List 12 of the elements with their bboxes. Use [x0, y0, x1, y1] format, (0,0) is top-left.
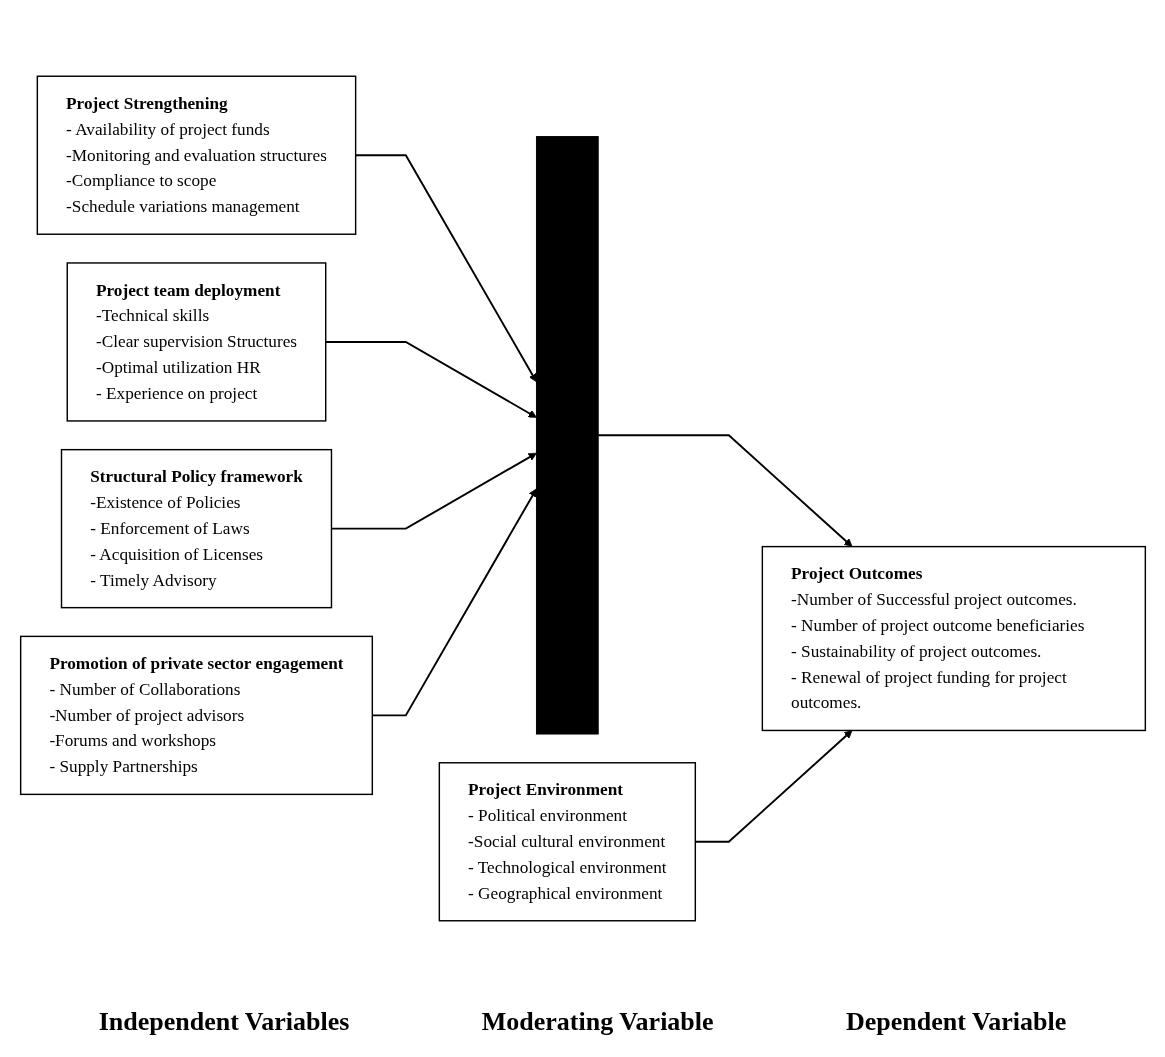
node-bar: [535, 136, 599, 735]
node-box: Project Strengthening - Availability of project funds -Monitoring and evaluation structures -Compliance to scope -Schedule variations management: [36, 75, 356, 235]
variable-caption: Independent Variables: [98, 1007, 350, 1037]
arrow: [330, 452, 537, 530]
node-box: Promotion of private sector engagement - Number of Collaborations -Number of project advisors -Forums and workshops - Supply Partnerships: [19, 635, 373, 796]
node-box: Project Outcomes -Number of Successful project outcomes. - Number of project outcome beneficiaries - Sustainability of project outcomes. - Renewal of project funding for project outcomes.: [761, 545, 1146, 732]
node-box: Project team deployment -Technical skills -Clear supervision Structures -Optimal utilization HR - Experience on project: [66, 262, 326, 422]
node-box: Project Environment - Political environment -Social cultural environment - Technological environment - Geographical environment: [438, 762, 696, 922]
arrow: [596, 434, 852, 547]
variable-caption: Moderating Variable: [481, 1007, 714, 1037]
variable-caption: Dependent Variable: [845, 1007, 1067, 1037]
node-box: Structural Policy framework -Existence of Policies - Enforcement of Laws - Acquisition of Licenses - Timely Advisory: [60, 448, 332, 609]
